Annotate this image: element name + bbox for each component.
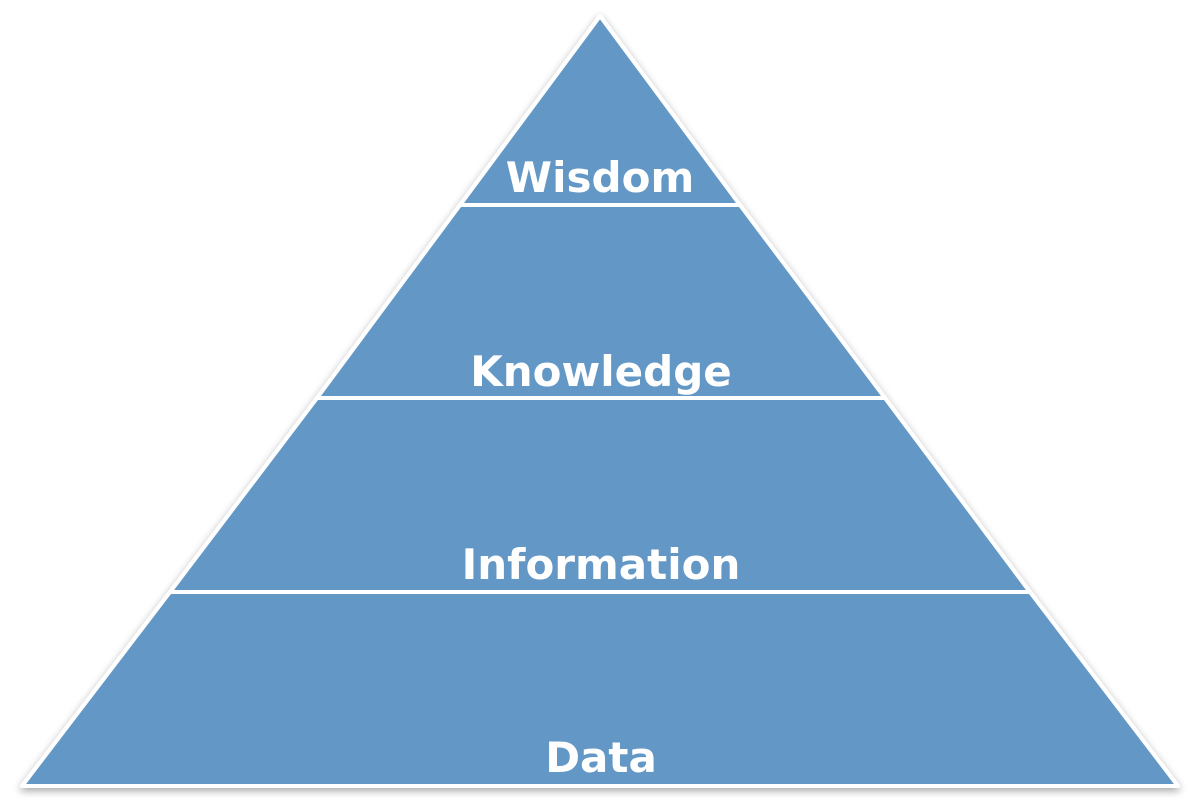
tier-label-knowledge: Knowledge	[470, 347, 732, 396]
tier-label-wisdom: Wisdom	[506, 153, 694, 202]
tier-label-information: Information	[462, 540, 741, 589]
tier-label-data: Data	[545, 733, 657, 782]
pyramid-tier-data	[20, 590, 1180, 788]
